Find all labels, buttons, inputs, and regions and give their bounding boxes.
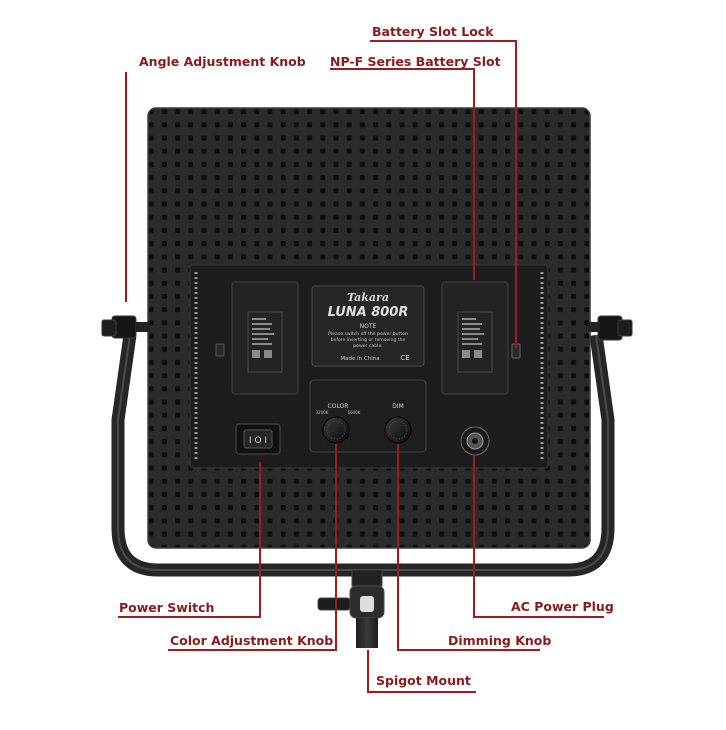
note-line-3: power cable.: [353, 343, 382, 349]
power-switch-graphic[interactable]: I O I: [235, 423, 281, 455]
leader-color-knob: [168, 444, 337, 651]
callout-angle-adjustment-knob: Angle Adjustment Knob: [139, 54, 306, 69]
leader-battery-slot-lock: [370, 40, 517, 348]
control-panel: COLOR 3200K 5600K DIM: [309, 379, 427, 453]
note-line-1: Please switch off the power button: [328, 331, 408, 337]
note-line-2: before inserting or removing the: [331, 337, 406, 343]
callout-power-switch: Power Switch: [119, 600, 215, 615]
callout-color-adjustment-knob: Color Adjustment Knob: [170, 633, 334, 648]
leader-ac-plug: [473, 456, 604, 618]
callout-dimming-knob: Dimming Knob: [448, 633, 552, 648]
leader-spigot: [367, 650, 476, 693]
callout-ac-power-plug: AC Power Plug: [511, 599, 614, 614]
leader-npf-slot: [330, 68, 475, 280]
leader-power-switch: [118, 462, 261, 618]
color-high-label: 5600K: [348, 410, 361, 415]
dim-knob[interactable]: [384, 416, 412, 444]
battery-slot-right: [441, 281, 521, 395]
battery-slot-left: [215, 281, 299, 395]
ce-mark: CE: [400, 354, 409, 362]
callout-spigot-mount: Spigot Mount: [376, 673, 471, 688]
spigot-mount-graphic: [317, 569, 385, 648]
product-label: Takara LUNA 800R NOTE Please switch off …: [311, 285, 425, 367]
ac-plug-graphic[interactable]: [460, 426, 490, 456]
model-name: LUNA 800R: [328, 305, 409, 320]
color-label: COLOR: [328, 403, 349, 410]
color-knob[interactable]: [322, 416, 350, 444]
color-low-label: 3200K: [316, 410, 329, 415]
callout-npf-battery-slot: NP-F Series Battery Slot: [330, 54, 501, 69]
note-title: NOTE: [360, 323, 377, 330]
callout-battery-slot-lock: Battery Slot Lock: [372, 24, 494, 39]
angle-knob-right[interactable]: [588, 315, 633, 341]
leader-dim-knob: [397, 444, 540, 651]
brand-logo: Takara: [347, 291, 389, 304]
power-switch-text: I O I: [249, 436, 267, 446]
angle-knob-left[interactable]: [101, 315, 150, 339]
callout-lines: [118, 40, 604, 693]
origin-text: Made in China: [340, 356, 379, 362]
dim-label: DIM: [392, 403, 404, 410]
